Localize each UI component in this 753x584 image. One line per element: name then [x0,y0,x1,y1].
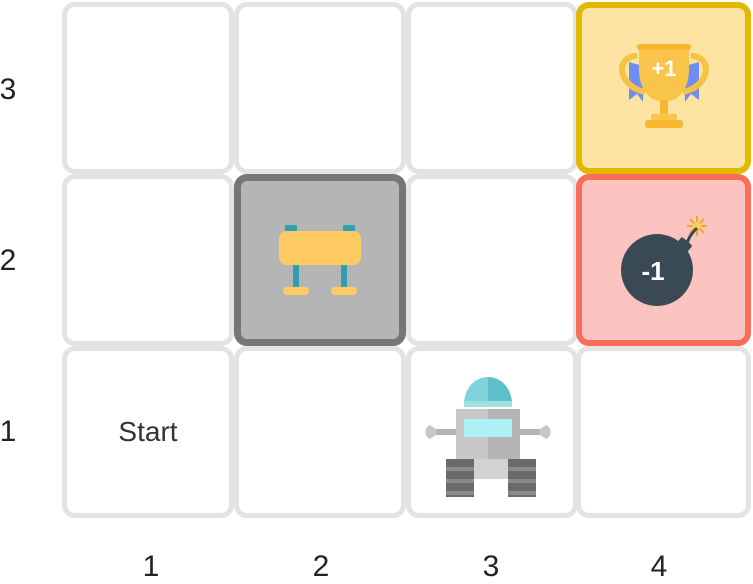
trophy-icon: +1 [618,44,709,128]
y-tick-2: 2 [0,244,17,277]
pit-reward: -1 [641,256,664,286]
bomb-icon: -1 [620,216,707,306]
y-tick-1: 1 [0,415,17,448]
cell-4-1[interactable] [576,346,751,518]
x-tick-2: 2 [312,550,330,583]
cell-2-3[interactable] [234,2,406,174]
robot-icon [425,377,551,497]
cell-3-3[interactable] [406,2,578,174]
start-label: Start [118,416,178,447]
x-tick-4: 4 [650,550,668,583]
cell-1-2[interactable] [62,174,234,346]
y-tick-3: 3 [0,73,17,106]
start-cell[interactable]: Start [62,346,234,518]
x-tick-1: 1 [142,550,160,583]
goal-reward: +1 [651,56,676,81]
goal-cell[interactable]: +1 [576,2,751,174]
x-tick-3: 3 [482,550,500,583]
pit-cell[interactable]: -1 [576,174,751,346]
barrier-icon [279,225,361,295]
agent-cell[interactable] [406,346,578,518]
cell-1-3[interactable] [62,2,234,174]
cell-2-1[interactable] [234,346,406,518]
wall-cell [234,174,406,346]
cell-3-2[interactable] [406,174,578,346]
